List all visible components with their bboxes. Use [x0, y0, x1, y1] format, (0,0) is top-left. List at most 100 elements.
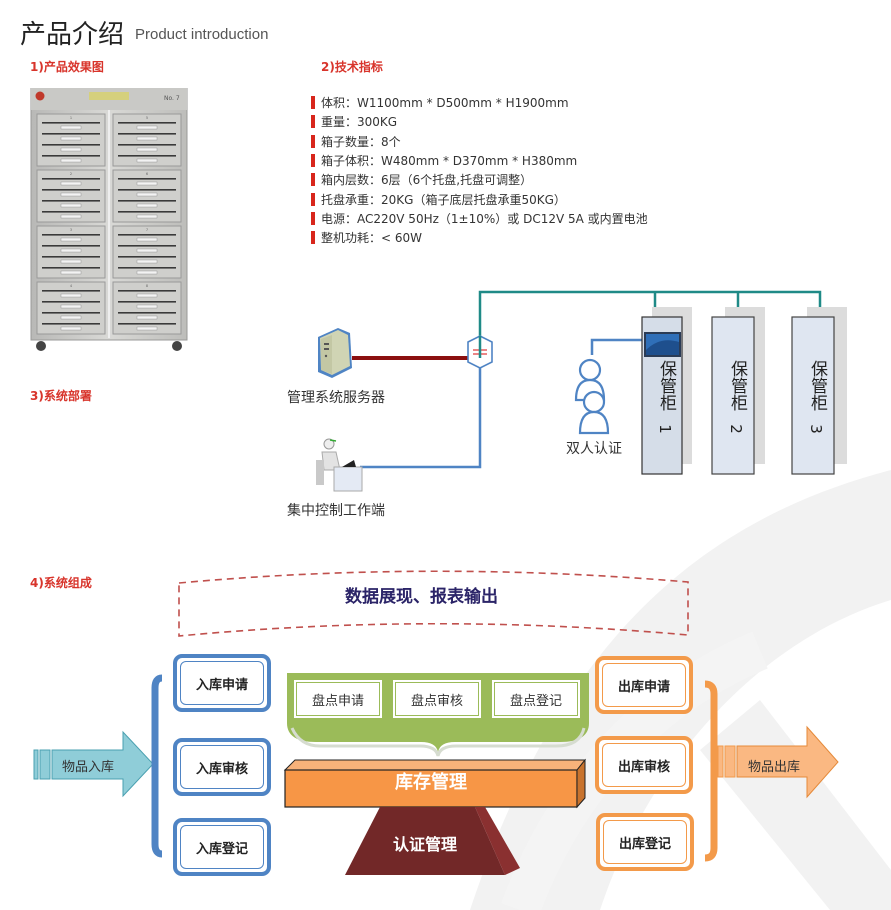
drawer-handle-icon: [136, 270, 158, 275]
spec-text: 整机功耗：< 60W: [321, 231, 423, 246]
inventory-step-review[interactable]: 盘点审核: [391, 678, 483, 720]
spec-item: 重量：300KG: [311, 112, 648, 131]
spec-bullet-icon: [311, 115, 315, 129]
inventory-step-register[interactable]: 盘点登记: [490, 678, 582, 720]
spec-bullet-icon: [311, 134, 315, 148]
drawer-handle-icon: [136, 326, 158, 331]
spec-text: 托盘承重：20KG（箱子底层托盘承重50KG）: [321, 192, 566, 207]
workstation-link-line: [360, 360, 482, 469]
drawer-handle-icon: [60, 125, 82, 130]
page-title: 产品介绍: [20, 20, 125, 50]
inbound-step-review[interactable]: 入库审核: [173, 738, 271, 796]
drawer-handle-icon: [60, 237, 82, 242]
spec-item: 整机功耗：< 60W: [311, 228, 648, 247]
drawer-handle-icon: [136, 203, 158, 208]
drawer-handle-icon: [60, 158, 82, 163]
spec-item: 箱子数量：8个: [311, 132, 648, 151]
cabinet-compartment: 7: [112, 225, 182, 279]
cabinet-plate-number: No. 7: [164, 95, 180, 102]
compartment-number: 6: [146, 172, 148, 176]
drawer-handle-icon: [60, 270, 82, 275]
outbound-step-review[interactable]: 出库审核: [595, 736, 693, 794]
dual-auth-label: 双人认证: [566, 441, 622, 457]
auth-management-label: 认证管理: [392, 835, 457, 854]
inbound-step-register[interactable]: 入库登记: [173, 818, 271, 876]
cabinet-compartment: 1: [36, 113, 106, 167]
spec-bullet-icon: [311, 96, 315, 110]
drawer-handle-icon: [136, 136, 158, 141]
cabinet-compartment: 5: [112, 113, 182, 167]
drawer-handle-icon: [136, 158, 158, 163]
outbound-step-apply[interactable]: 出库申请: [595, 656, 693, 714]
network-switch-icon: [467, 335, 493, 369]
cabinet-compartment: 4: [36, 281, 106, 335]
dual-auth-persons-icon: [574, 338, 642, 435]
drawer-handle-icon: [60, 248, 82, 253]
inventory-management-bar: [283, 758, 587, 809]
auth-management-base: [345, 807, 520, 875]
storage-cabinet-3[interactable]: [791, 316, 835, 475]
wheel-icon: [36, 341, 46, 351]
cabinet-compartment: 8: [112, 281, 182, 335]
drawer-handle-icon: [136, 293, 158, 298]
cabinet-1-label: 保管柜: [656, 360, 676, 411]
spec-text: 电源：AC220V 50Hz（1±10%）或 DC12V 5A 或内置电池: [321, 211, 648, 226]
drawer-handle-icon: [136, 147, 158, 152]
compartment-number: 4: [70, 284, 73, 288]
touchscreen-icon: [644, 332, 681, 357]
compartment-number: 2: [70, 172, 72, 176]
spec-item: 电源：AC220V 50Hz（1±10%）或 DC12V 5A 或内置电池: [311, 209, 648, 228]
drawer-handle-icon: [136, 259, 158, 264]
drawer-handle-icon: [136, 315, 158, 320]
spec-item: 箱子体积：W480mm * D370mm * H380mm: [311, 151, 648, 170]
compartment-number: 7: [146, 228, 148, 232]
server-label: 管理系统服务器: [287, 390, 385, 406]
cabinet-compartment: 3: [36, 225, 106, 279]
drawer-handle-icon: [60, 203, 82, 208]
drawer-handle-icon: [60, 259, 82, 264]
storage-cabinet-2[interactable]: [711, 316, 755, 475]
cabinet-1-number: 1: [656, 424, 674, 434]
compartment-number: 8: [146, 284, 148, 288]
data-output-banner-frame: [178, 570, 689, 637]
spec-text: 箱子体积：W480mm * D370mm * H380mm: [321, 154, 578, 169]
outbound-step-register[interactable]: 出库登记: [596, 813, 694, 871]
page-subtitle: Product introduction: [135, 26, 269, 43]
cabinet-2-label: 保管柜: [727, 360, 747, 411]
outbound-bracket: [704, 680, 718, 862]
drawer-handle-icon: [60, 192, 82, 197]
spec-bullet-icon: [311, 154, 315, 168]
section-heading-deployment: 3)系统部署: [30, 389, 92, 403]
inbound-step-apply[interactable]: 入库申请: [173, 654, 271, 712]
drawer-handle-icon: [136, 214, 158, 219]
cabinet-3-label: 保管柜: [807, 360, 827, 411]
spec-text: 箱子数量：8个: [321, 134, 401, 149]
inbound-bracket: [151, 674, 163, 858]
outbound-arrow-icon: [717, 725, 839, 799]
workstation-operator-icon: [316, 438, 363, 492]
cabinet-compartment: 6: [112, 169, 182, 223]
spec-bullet-icon: [311, 173, 315, 187]
inbound-arrow-label: 物品入库: [62, 760, 115, 775]
cabinet-2-number: 2: [727, 424, 745, 434]
drawer-handle-icon: [60, 326, 82, 331]
drawer-handle-icon: [60, 293, 82, 298]
data-output-banner-label: 数据展现、报表输出: [345, 587, 498, 607]
spec-item: 体积：W1100mm * D500mm * H1900mm: [311, 93, 648, 112]
drawer-handle-icon: [60, 147, 82, 152]
inventory-step-apply[interactable]: 盘点申请: [292, 678, 384, 720]
outbound-step-label: 出库登记: [603, 820, 687, 864]
composition-diagram: [33, 570, 839, 875]
spec-text: 体积：W1100mm * D500mm * H1900mm: [321, 96, 569, 111]
inbound-step-label: 入库登记: [180, 825, 264, 869]
cabinet-3-number: 3: [807, 424, 825, 434]
drawer-handle-icon: [60, 214, 82, 219]
spec-text: 箱内层数：6层（6个托盘,托盘可调整）: [321, 173, 533, 188]
drawer-handle-icon: [136, 192, 158, 197]
drawer-handle-icon: [136, 304, 158, 309]
deployment-diagram: [316, 290, 847, 492]
cabinet-product-image: No. 7 1 2 3 4 5 6 7 8: [30, 88, 188, 351]
server-icon: [318, 328, 352, 378]
inbound-step-label: 入库审核: [180, 745, 264, 789]
